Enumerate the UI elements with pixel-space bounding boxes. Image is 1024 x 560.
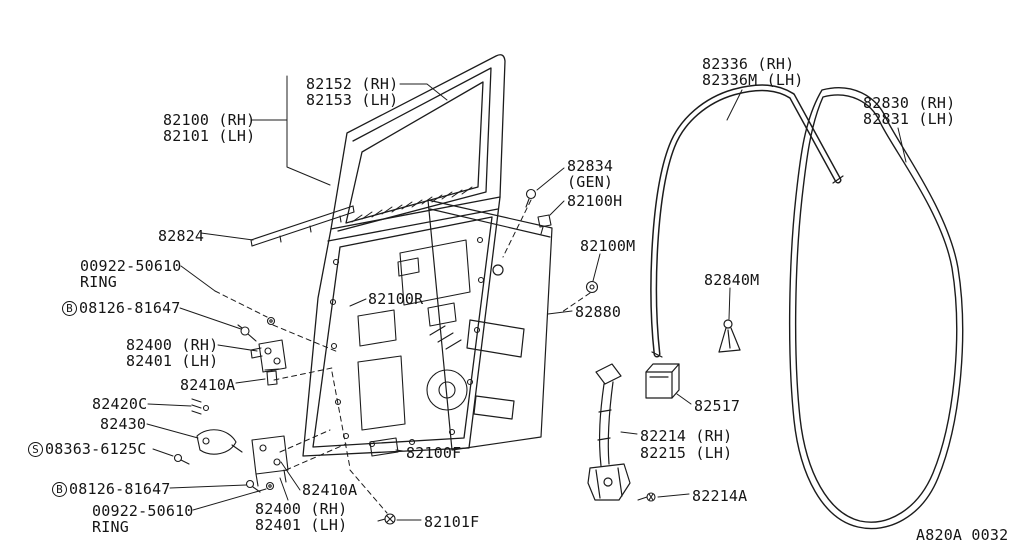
label-82824: 82824	[158, 227, 205, 245]
label-82100f: 82100F	[406, 444, 462, 462]
label-82100r: 82100R	[368, 290, 424, 308]
dashed-alignment-lines	[214, 199, 591, 514]
label-82100-rh: 82100 (RH)	[163, 111, 256, 129]
belt-molding	[250, 205, 355, 247]
leader-lines	[146, 75, 907, 521]
lower-hinge	[251, 435, 289, 487]
label-ring-upper: RING	[80, 273, 117, 291]
upper-hinge	[250, 339, 287, 373]
label-82214-rh: 82214 (RH)	[640, 427, 733, 445]
label-82831-lh: 82831 (LH)	[863, 110, 956, 128]
label-82100m: 82100M	[580, 237, 636, 255]
label-82410a-upper: 82410A	[180, 376, 236, 394]
ring-upper	[266, 316, 276, 326]
label-82100h: 82100H	[567, 192, 623, 210]
label-82840m: 82840M	[704, 271, 760, 289]
label-ring-part-lower: 00922-50610	[92, 502, 194, 520]
label-82153-lh: 82153 (LH)	[306, 91, 399, 109]
label-ring-part-upper: 00922-50610	[80, 257, 182, 275]
label-ring-lower: RING	[92, 518, 129, 536]
bolt-82410a-upper	[264, 368, 280, 386]
door-inner-details	[329, 236, 485, 457]
clip-82100h	[537, 214, 552, 235]
grommet-82100m	[585, 280, 599, 294]
label-82215-lh: 82215 (LH)	[640, 444, 733, 462]
screw-82101f	[377, 513, 396, 525]
screw-82214a	[637, 492, 656, 502]
label-82830-rh: 82830 (RH)	[863, 94, 956, 112]
glass-run-channel	[650, 84, 844, 358]
drawing-code: A820A 0032	[916, 526, 1009, 544]
label-82430: 82430	[100, 415, 147, 433]
door-frame-outline	[302, 54, 506, 457]
bolt-b-upper	[237, 324, 257, 342]
label-82410a-lower: 82410A	[302, 481, 358, 499]
label-82336-rh: 82336 (RH)	[702, 55, 795, 73]
circled-b-icon: B	[62, 301, 77, 316]
spring-82420c	[191, 398, 210, 415]
label-82517: 82517	[694, 397, 741, 415]
circled-s-icon: S	[28, 442, 43, 457]
door-check	[587, 363, 631, 501]
label-82401-lh-upper: 82401 (LH)	[126, 352, 219, 370]
window-hatching	[351, 186, 473, 223]
label-82152-rh: 82152 (RH)	[306, 75, 399, 93]
label-82834: 82834	[567, 157, 614, 175]
circled-b-icon: B	[52, 482, 67, 497]
door-seal-loop	[788, 87, 964, 530]
label-82400-rh-upper: 82400 (RH)	[126, 336, 219, 354]
trim-panel	[427, 199, 553, 451]
label-82834-gen: (GEN)	[567, 173, 614, 191]
label-text: 08363-6125C	[45, 440, 147, 458]
label-82336m-lh: 82336M (LH)	[702, 71, 804, 89]
label-82400-rh-lower: 82400 (RH)	[255, 500, 348, 518]
check-arm-82430	[196, 429, 243, 455]
label-82101f: 82101F	[424, 513, 480, 531]
label-82401-lh-lower: 82401 (LH)	[255, 516, 348, 534]
label-82420c: 82420C	[92, 395, 148, 413]
clip-82840m	[718, 319, 741, 353]
label-82880: 82880	[575, 303, 622, 321]
ring-lower	[265, 481, 275, 491]
clip-82517	[645, 363, 680, 399]
label-82101-lh: 82101 (LH)	[163, 127, 256, 145]
label-82214a: 82214A	[692, 487, 748, 505]
label-text: 08126-81647	[69, 480, 171, 498]
clip-82834	[525, 188, 537, 208]
label-text: 08126-81647	[79, 299, 181, 317]
screw-s	[173, 453, 190, 465]
